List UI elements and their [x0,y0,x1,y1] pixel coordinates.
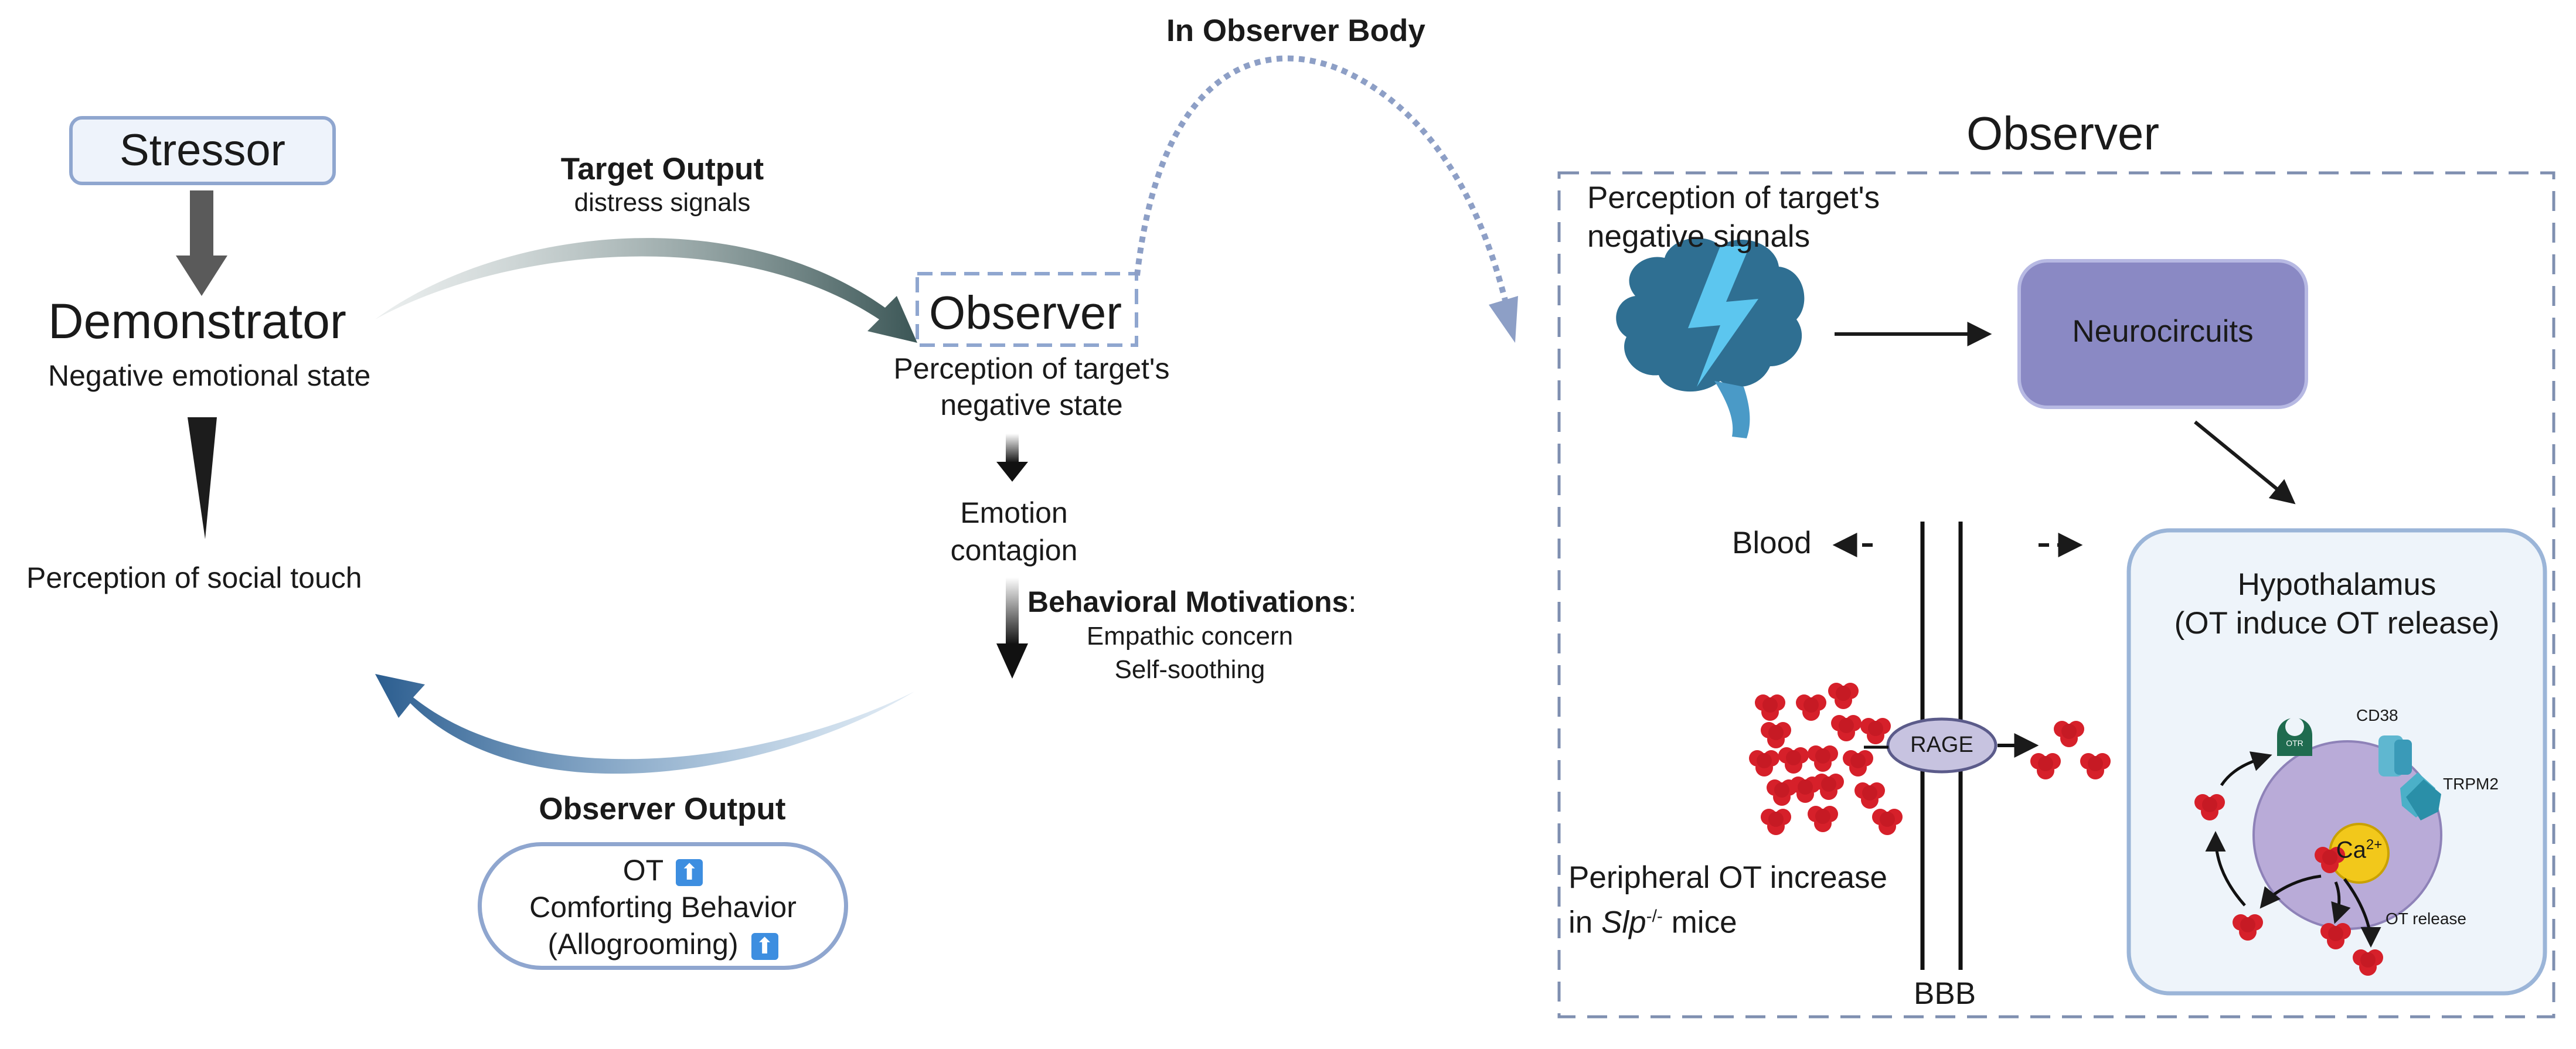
observer-dashed-box [916,272,1138,347]
brain-lightning-icon [1616,238,1805,438]
observer-perception-line1: Perception of target's [893,352,1170,385]
connector-arrowhead [1489,296,1518,343]
bbb-label: BBB [1914,976,1976,1011]
target-output-arrow [375,238,917,343]
peripheral-line2-suffix: mice [1662,905,1737,940]
stressor-down-arrow [176,190,227,296]
perception-line2: negative signals [1587,219,1811,254]
behavioral-item2: Self-soothing [1114,655,1265,684]
peripheral-line2-gene: Slp [1601,905,1646,940]
observer-label: Observer [929,287,1122,339]
output-line2: Comforting Behavior [529,891,797,924]
peripheral-line1: Peripheral OT increase [1568,860,1888,895]
trpm2-channel-icon [2400,772,2441,820]
peripheral-ot-cluster [1749,683,1903,835]
output-line3: (Allogrooming) [547,928,739,961]
behavioral-colon: : [1348,585,1357,618]
target-output-title: Target Output [560,152,764,186]
ca-sup: 2+ [2366,837,2383,853]
ca-label: Ca [2336,837,2366,863]
trpm2-label: TRPM2 [2443,775,2499,793]
observer-body-connector [1134,55,1509,306]
neurocircuits-box [2017,259,2308,409]
target-output-sub: distress signals [574,188,751,217]
ot-release-label: OT release [2386,910,2466,928]
up-arrow-icon: ⬆ [676,859,703,886]
neurocircuits-label: Neurocircuits [2072,314,2254,349]
emotion-line2: contagion [950,534,1078,567]
stressor-label: Stressor [120,125,285,175]
peripheral-line2-prefix: in [1568,905,1601,940]
neuro-to-hypo-arrow [2194,420,2296,505]
up-arrow-icon: ⬆ [751,932,778,960]
to-emotion-arrow [996,434,1028,482]
output-line1: OT [622,854,663,887]
hypothalamus-line2: (OT induce OT release) [2174,606,2500,641]
demonstrator-label: Demonstrator [48,294,346,349]
observer-output-title: Observer Output [539,792,786,826]
behavioral-item1: Empathic concern [1086,622,1294,650]
rage-label: RAGE [1910,733,1973,757]
demonstrator-state: Negative emotional state [48,359,371,392]
otr-label: OTR [2286,738,2303,748]
cd38-channel-icon [2378,735,2412,776]
rage-receptor [1886,717,1997,774]
blood-label: Blood [1732,526,1812,560]
to-motivation-arrow [996,577,1028,679]
otr-receptor-icon [2277,717,2312,756]
observer-output-box: OT ⬆ Comforting Behavior (Allogrooming) … [478,842,848,970]
cd38-label: CD38 [2356,706,2398,724]
observer-output-arrow [375,674,914,774]
behavioral-title: Behavioral Motivations [1027,585,1349,618]
hypothalamus-line1: Hypothalamus [2237,567,2437,602]
peripheral-line2-sup: -/- [1646,907,1663,926]
observer-perception-line2: negative state [940,389,1123,421]
right-panel-title: Observer [1966,107,2159,159]
perception-line1: Perception of target's [1587,180,1880,215]
crossing-ot-molecules [2030,721,2111,779]
hypothalamus-flow-arrows [2205,751,2381,948]
emotion-line1: Emotion [960,496,1068,529]
connector-label: In Observer Body [1166,13,1425,48]
stressor-box: Stressor [69,116,336,185]
social-touch-label: Perception of social touch [26,561,362,594]
social-touch-spike [188,417,217,539]
